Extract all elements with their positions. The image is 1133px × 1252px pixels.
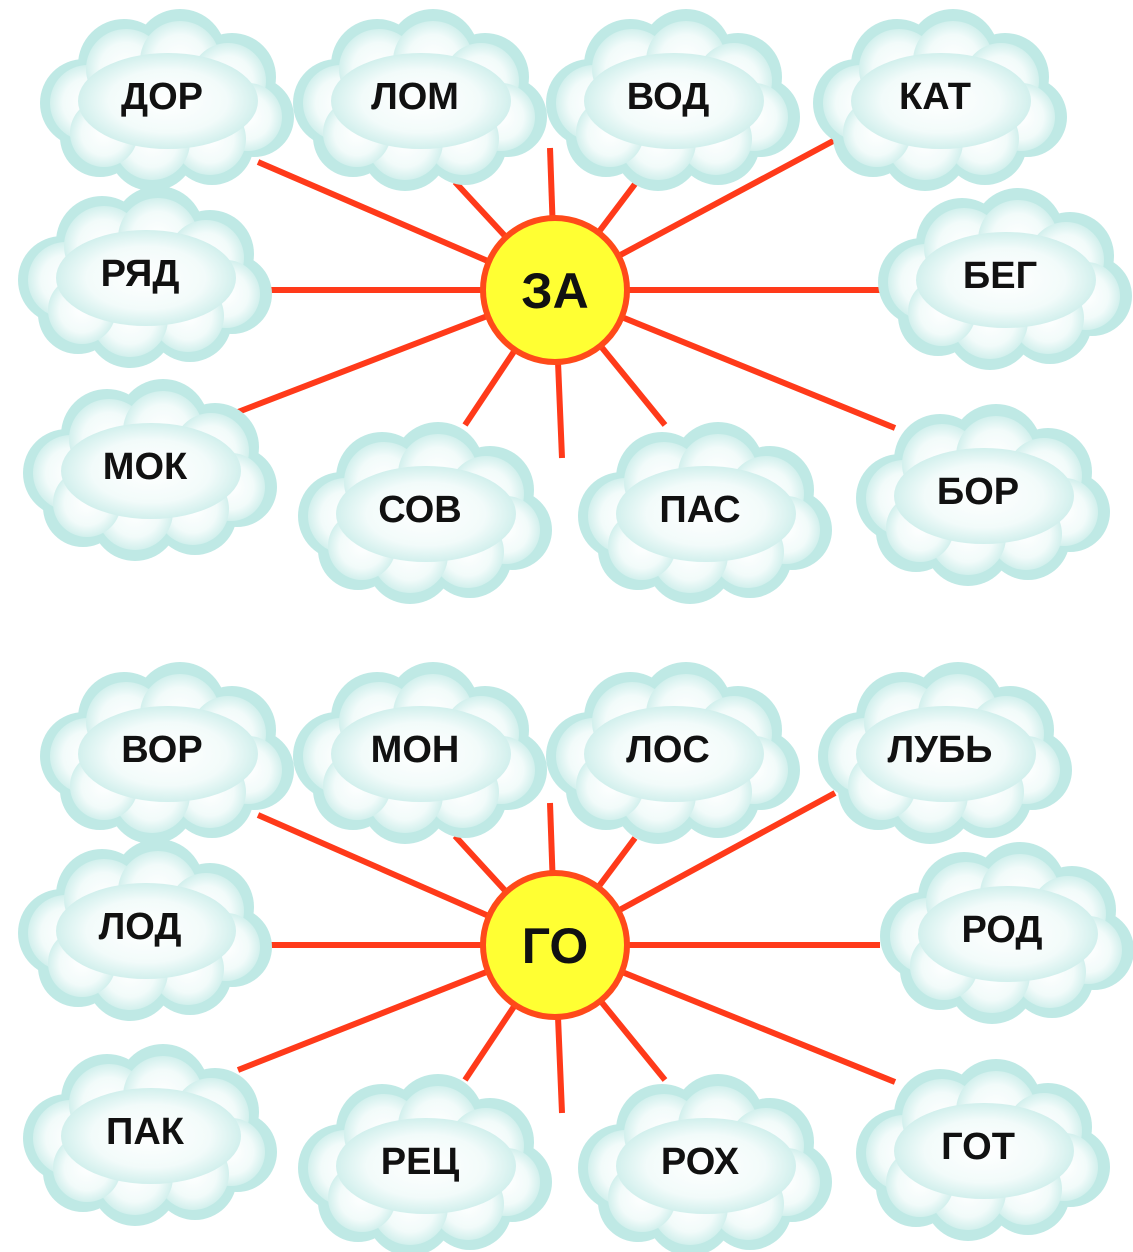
cloud-1-7: МОК: [23, 379, 277, 561]
cloud-word: ПАК: [106, 1111, 185, 1153]
cloud-word: ДОР: [121, 76, 203, 118]
cloud-2-3: ЛОС: [546, 662, 800, 844]
sun-prefix: ЗА: [521, 263, 588, 319]
cloud-1-3: ВОД: [546, 9, 800, 191]
diagram-1: ДОР ЛОМ ВОД КАТ РЯД БЕГ МОК СОВ: [18, 9, 1132, 604]
sun-circle: [480, 870, 630, 1020]
cloud-word: ВОР: [121, 729, 202, 771]
cloud-1-1: ДОР: [40, 9, 294, 191]
cloud-word: СОВ: [378, 489, 462, 531]
cloud-word: ГОТ: [941, 1126, 1015, 1168]
cloud-word: МОН: [371, 729, 460, 771]
cloud-2-4: ЛУБЬ: [818, 662, 1072, 844]
cloud-1-4: КАТ: [813, 9, 1067, 191]
cloud-word: КАТ: [899, 76, 971, 118]
cloud-word: ПАС: [659, 489, 740, 531]
diagram-2: ВОР МОН ЛОС ЛУБЬ ЛОД РОД ПАК РЕЦ: [18, 662, 1133, 1252]
cloud-word: ЛОД: [99, 906, 182, 948]
cloud-word: ЛУБЬ: [888, 729, 993, 771]
sun-circle: [480, 215, 630, 365]
sun-2: ГО: [480, 870, 630, 1020]
sun-1: ЗА: [480, 215, 630, 365]
cloud-2-5: ЛОД: [18, 839, 272, 1021]
cloud-1-8: СОВ: [298, 422, 552, 604]
cloud-word: БЕГ: [963, 255, 1037, 297]
cloud-word: РЯД: [101, 253, 180, 295]
cloud-word: РЕЦ: [381, 1141, 460, 1183]
cloud-word: ВОД: [627, 76, 710, 118]
cloud-2-1: ВОР: [40, 662, 294, 844]
cloud-1-5: РЯД: [18, 186, 272, 368]
cloud-word: БОР: [937, 471, 1019, 513]
cloud-word: МОК: [103, 446, 188, 488]
cloud-1-9: ПАС: [578, 422, 832, 604]
cloud-2-6: РОД: [880, 842, 1133, 1024]
cloud-2-9: РОХ: [578, 1074, 832, 1252]
cloud-2-2: МОН: [293, 662, 547, 844]
sun-prefix: ГО: [522, 918, 589, 974]
cloud-word: РОД: [962, 909, 1043, 951]
cloud-1-2: ЛОМ: [293, 9, 547, 191]
cloud-2-7: ПАК: [23, 1044, 277, 1226]
cloud-word: ЛОС: [626, 729, 710, 771]
cloud-word: ЛОМ: [371, 76, 459, 118]
cloud-1-6: БЕГ: [878, 188, 1132, 370]
cloud-1-10: БОР: [856, 404, 1110, 586]
cloud-word: РОХ: [661, 1141, 740, 1183]
cloud-2-8: РЕЦ: [298, 1074, 552, 1252]
cloud-2-10: ГОТ: [856, 1059, 1110, 1241]
